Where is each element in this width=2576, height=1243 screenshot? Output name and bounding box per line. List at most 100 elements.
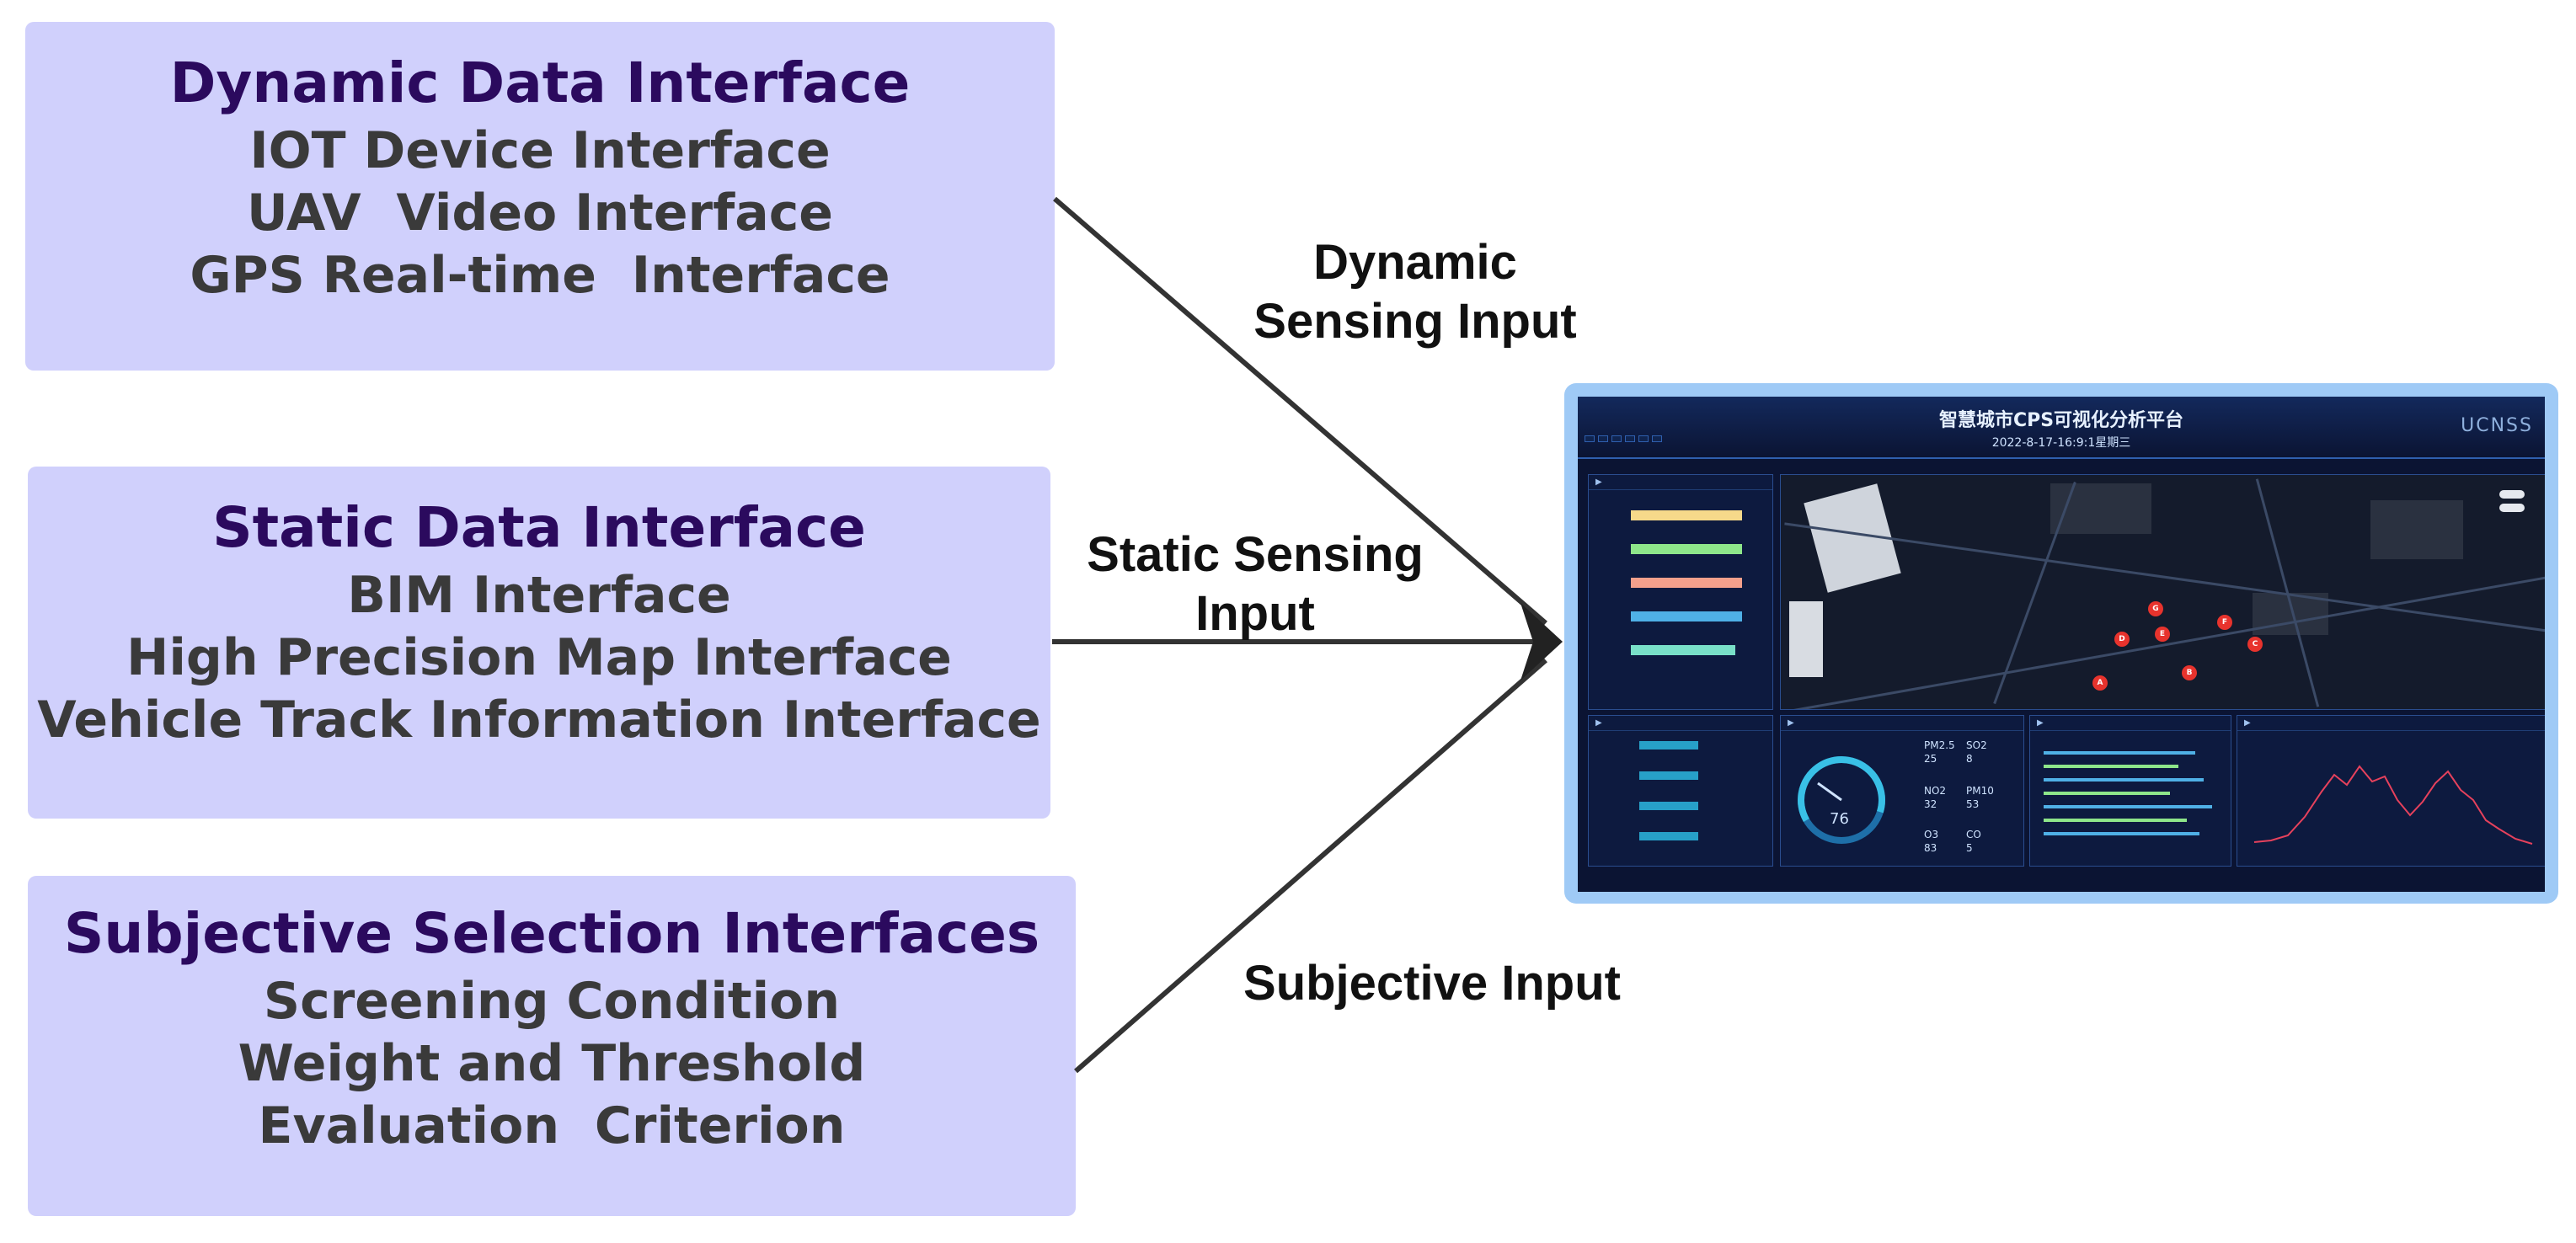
air-value: 8 (1966, 753, 1973, 765)
traffic-line-chart-panel: ▶ (2237, 715, 2545, 867)
road-speed-panel: ▶ (1588, 715, 1773, 867)
speed-gauge-icon (1798, 756, 1885, 844)
cps-dashboard-screenshot: 智慧城市CPS可视化分析平台 2022-8-17-16:9:1星期三 UCNSS… (1564, 383, 2558, 904)
box-item: GPS Real-time Interface (190, 246, 890, 305)
dynamic-connector-line (1053, 196, 1547, 626)
map-pin-icon[interactable]: D (2114, 632, 2130, 647)
box-item: IOT Device Interface (249, 121, 831, 180)
label-line: Subjective Input (1243, 956, 1621, 1011)
map-road (1786, 576, 2545, 709)
bar (1631, 578, 1742, 588)
static-data-interface-box: Static Data Interface BIM Interface High… (28, 467, 1050, 819)
bar-row (1597, 509, 1766, 522)
air-label: PM10 (1966, 785, 1994, 797)
box-item: UAV Video Interface (246, 184, 833, 243)
bar (1639, 832, 1698, 840)
dashboard-date: 2022-8-17-16:9:1星期三 (1991, 436, 2131, 450)
bar (1639, 802, 1698, 810)
label-line: Sensing Input (1253, 294, 1577, 349)
map-road (1993, 481, 2076, 705)
bar (1631, 544, 1742, 554)
static-sensing-input-label: Static Sensing Input (1070, 525, 1440, 643)
map-building (1789, 601, 1823, 677)
traffic-line-chart (2253, 765, 2533, 845)
dashboard-tab[interactable] (1585, 435, 1595, 442)
bar-row (1597, 576, 1766, 589)
bar (2044, 778, 2204, 782)
air-label: SO2 (1966, 739, 1987, 751)
box-title: Static Data Interface (212, 495, 866, 560)
air-value: 5 (1966, 842, 1973, 854)
toggle-switch[interactable] (2499, 504, 2525, 512)
air-label: PM2.5 (1924, 739, 1955, 751)
panel-title: ▶ (1781, 716, 2023, 731)
box-item: Screening Condition (263, 972, 841, 1031)
map-pin-icon[interactable]: E (2155, 627, 2170, 642)
box-item: High Precision Map Interface (126, 628, 952, 687)
air-label: O3 (1924, 829, 1939, 840)
bar (2044, 751, 2195, 755)
flow-bar-panel: ▶ (2029, 715, 2231, 867)
box-item: Vehicle Track Information Interface (37, 691, 1041, 750)
bar (2044, 805, 2212, 808)
toggle-switch[interactable] (2499, 490, 2525, 499)
arrowhead-icon (1520, 603, 1563, 680)
air-value: 53 (1966, 798, 1980, 810)
bar-row (1597, 542, 1766, 556)
label-line: Static Sensing (1087, 527, 1424, 582)
panel-title: ▶ (2237, 716, 2545, 731)
dynamic-sensing-input-label: Dynamic Sensing Input (1238, 233, 1592, 351)
dashboard-title: 智慧城市CPS可视化分析平台 (1938, 410, 2184, 431)
dashboard-tab[interactable] (1625, 435, 1635, 442)
air-value: 83 (1924, 842, 1937, 854)
map-pin-icon[interactable]: A (2092, 675, 2108, 691)
bar-row (1597, 610, 1766, 623)
dashboard-tab[interactable] (1598, 435, 1608, 442)
bar (1639, 741, 1698, 750)
bar (2044, 765, 2178, 768)
bar-row (1597, 643, 1766, 657)
bar (1631, 645, 1735, 655)
map-pin-icon[interactable]: C (2247, 637, 2263, 652)
box-item: Evaluation Criterion (258, 1096, 846, 1155)
subjective-input-label: Subjective Input (1196, 954, 1668, 1013)
bar (2044, 832, 2199, 835)
bar (1631, 510, 1742, 520)
panel-title: ▶ (1589, 475, 1772, 490)
air-label: NO2 (1924, 785, 1947, 797)
dynamic-data-interface-box: Dynamic Data Interface IOT Device Interf… (25, 22, 1055, 371)
bar (2044, 819, 2187, 822)
dashboard-tab[interactable] (1611, 435, 1622, 442)
air-value: 32 (1924, 798, 1937, 810)
city-map-panel[interactable]: A B C D E F G (1780, 474, 2545, 710)
traffic-bar-panel: ▶ (1588, 474, 1773, 710)
box-item: Weight and Threshold (238, 1034, 866, 1093)
air-value: 25 (1924, 753, 1937, 765)
map-pin-icon[interactable]: G (2148, 601, 2163, 616)
box-item: BIM Interface (347, 566, 731, 625)
dashboard-screen: 智慧城市CPS可视化分析平台 2022-8-17-16:9:1星期三 UCNSS… (1578, 397, 2545, 892)
bar (1639, 771, 1698, 780)
air-label: CO (1966, 829, 1981, 840)
ucnss-logo: UCNSS (2461, 415, 2533, 436)
map-pin-icon[interactable]: B (2182, 665, 2197, 680)
dashboard-tabs (1585, 435, 1662, 442)
bar (1631, 611, 1742, 622)
subjective-selection-interfaces-box: Subjective Selection Interfaces Screenin… (28, 876, 1076, 1216)
subjective-connector-line (1074, 658, 1547, 1074)
panel-title: ▶ (1589, 716, 1772, 731)
gauge-value: 76 (1830, 810, 1849, 828)
dashboard-header: 智慧城市CPS可视化分析平台 2022-8-17-16:9:1星期三 UCNSS (1578, 397, 2545, 459)
map-building (2050, 483, 2151, 534)
map-pin-icon[interactable]: F (2217, 615, 2232, 630)
label-line: Input (1195, 586, 1315, 641)
dashboard-tab[interactable] (1638, 435, 1649, 442)
box-title: Subjective Selection Interfaces (63, 901, 1040, 966)
panel-title: ▶ (2030, 716, 2231, 731)
dashboard-tab[interactable] (1652, 435, 1662, 442)
map-building (2370, 500, 2463, 559)
bar (2044, 792, 2170, 795)
box-title: Dynamic Data Interface (169, 51, 911, 115)
label-line: Dynamic (1313, 235, 1517, 290)
